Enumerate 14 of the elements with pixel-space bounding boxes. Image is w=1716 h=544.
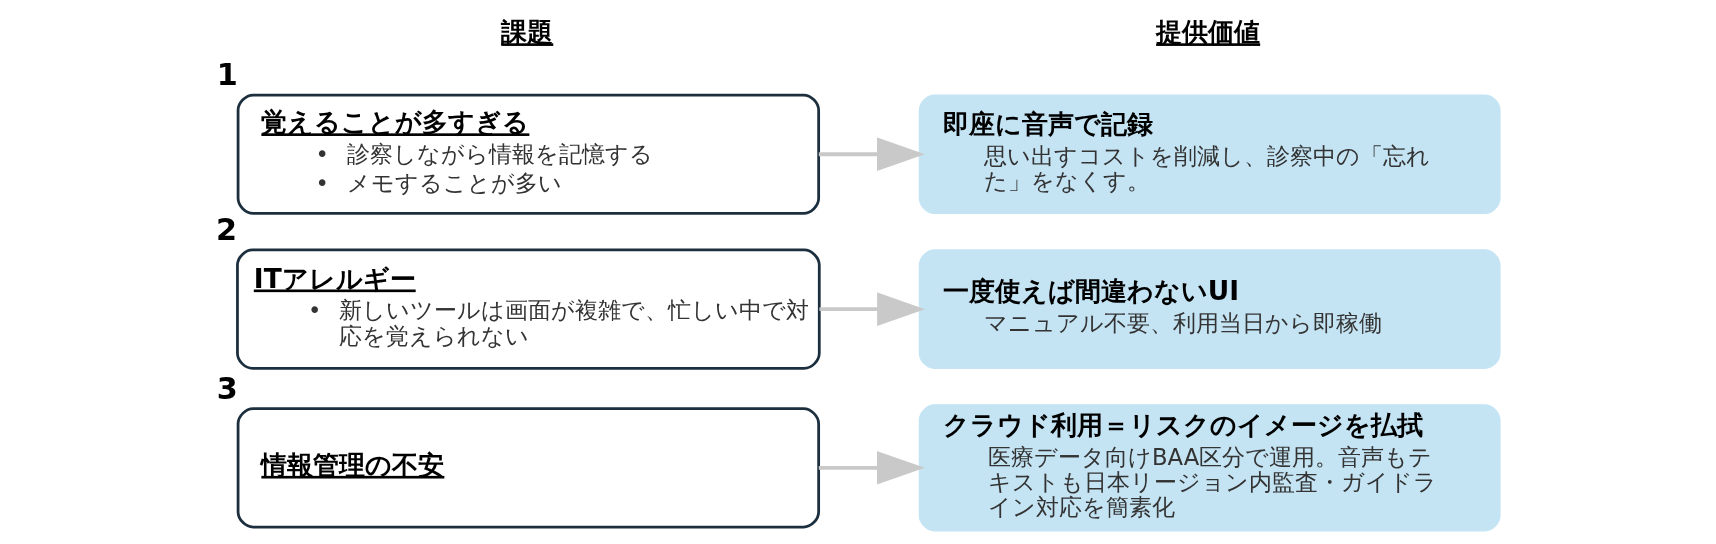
label: 課題 [501, 16, 554, 48]
node-box: 情報管理の不安 [236, 407, 821, 529]
arrow [818, 137, 925, 171]
node-box: 覚えることが多すぎる • 診察しながら情報を記憶する • メモすることが多い [236, 93, 821, 215]
label: 提供価値 [1156, 16, 1261, 48]
node-label: 2 [216, 212, 238, 248]
node-box: ITアレルギー • 新しいツールは画面が複雑で、忙しい中で対応を覚えられない [236, 248, 821, 370]
node-label: 3 [216, 370, 238, 406]
arrow [818, 451, 925, 485]
node-box: クラウド利用＝リスクのイメージを払拭 医療データ向けBAA区分で運用。音声もテキストも日本リージョン内監査・ガイドライン対応を簡素化 [918, 404, 1501, 532]
node-label: 1 [216, 57, 238, 93]
node-box: 一度使えば間違わないUI マニュアル不要、利用当日から即稼働 [918, 249, 1501, 369]
node-box: 即座に音声で記録 思い出すコストを削減し、診察中の「忘れた」をなくす。 [918, 94, 1501, 215]
arrow [819, 292, 925, 326]
